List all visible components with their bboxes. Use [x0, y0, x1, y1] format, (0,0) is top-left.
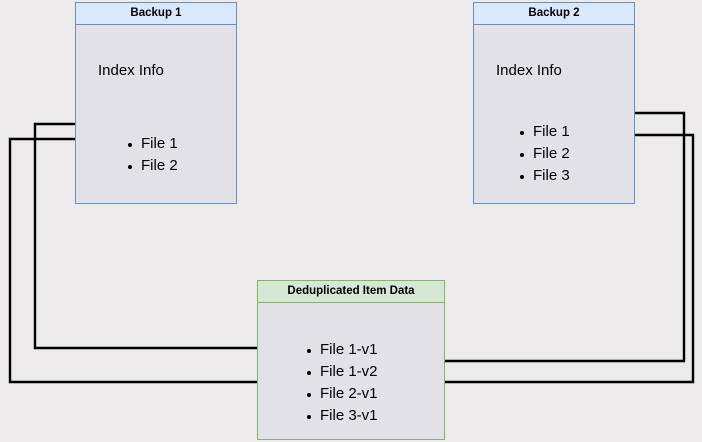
backup-2-file-list: File 1 File 2 File 3 [518, 121, 570, 187]
node-backup-1-body: Index Info File 1 File 2 [76, 25, 236, 203]
list-item[interactable]: File 1 [126, 133, 178, 155]
list-item[interactable]: File 3-v1 [305, 405, 378, 427]
node-backup-2[interactable]: Backup 2 Index Info File 1 File 2 File 3 [473, 2, 635, 204]
node-backup-1-title: Backup 1 [76, 3, 236, 25]
list-item[interactable]: File 2 [518, 143, 570, 165]
node-backup-1[interactable]: Backup 1 Index Info File 1 File 2 [75, 2, 237, 204]
node-backup-2-body: Index Info File 1 File 2 File 3 [474, 25, 634, 203]
list-item[interactable]: File 1-v1 [305, 339, 378, 361]
list-item[interactable]: File 1 [518, 121, 570, 143]
list-item[interactable]: File 2-v1 [305, 383, 378, 405]
node-backup-2-title: Backup 2 [474, 3, 634, 25]
backup-2-index-info-label: Index Info [496, 62, 562, 79]
list-item[interactable]: File 2 [126, 155, 178, 177]
node-dedup-title: Deduplicated Item Data [258, 281, 444, 303]
backup-1-file-list: File 1 File 2 [126, 133, 178, 177]
list-item[interactable]: File 1-v2 [305, 361, 378, 383]
backup-1-index-info-label: Index Info [98, 62, 164, 79]
dedup-item-list: File 1-v1 File 1-v2 File 2-v1 File 3-v1 [305, 339, 378, 427]
node-dedup-body: File 1-v1 File 1-v2 File 2-v1 File 3-v1 [258, 303, 444, 439]
list-item[interactable]: File 3 [518, 165, 570, 187]
node-deduplicated-item-data[interactable]: Deduplicated Item Data File 1-v1 File 1-… [257, 280, 445, 440]
